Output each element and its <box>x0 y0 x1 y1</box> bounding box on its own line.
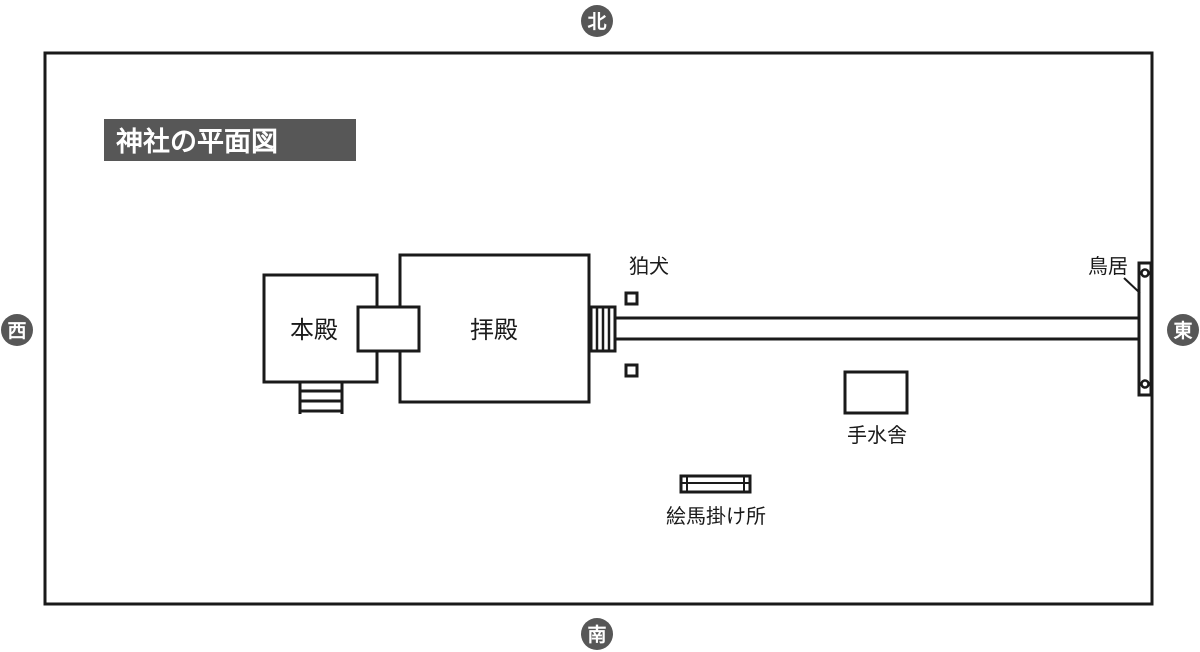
torii-label: 鳥居 <box>1088 254 1128 278</box>
connecting-corridor <box>356 305 421 353</box>
title-banner: 神社の平面図 <box>104 119 356 161</box>
compass-east-label: 東 <box>1173 319 1192 342</box>
haiden-label: 拝殿 <box>470 316 518 344</box>
compass-south: 南 <box>581 618 613 650</box>
compass-west: 西 <box>1 314 33 346</box>
haiden-steps <box>589 305 617 353</box>
komainu-south <box>624 363 639 378</box>
honden-label: 本殿 <box>290 316 338 344</box>
compass-north: 北 <box>581 5 613 37</box>
haiden-building: 拝殿 <box>398 253 591 404</box>
approach-path <box>613 316 1141 341</box>
compass-west-label: 西 <box>7 320 26 342</box>
chozuya-building <box>843 370 909 415</box>
komainu-north <box>624 291 639 306</box>
komainu-label: 狛犬 <box>629 254 669 278</box>
compass-north-label: 北 <box>587 11 606 33</box>
diagram-title: 神社の平面図 <box>116 126 278 158</box>
chozuya-label: 手水舎 <box>847 423 907 447</box>
ema-rack <box>679 474 752 494</box>
torii-gate <box>1123 261 1153 397</box>
compass-east: 東 <box>1167 314 1199 346</box>
compass-south-label: 南 <box>587 624 606 646</box>
ema-rack-label: 絵馬掛け所 <box>666 504 766 528</box>
